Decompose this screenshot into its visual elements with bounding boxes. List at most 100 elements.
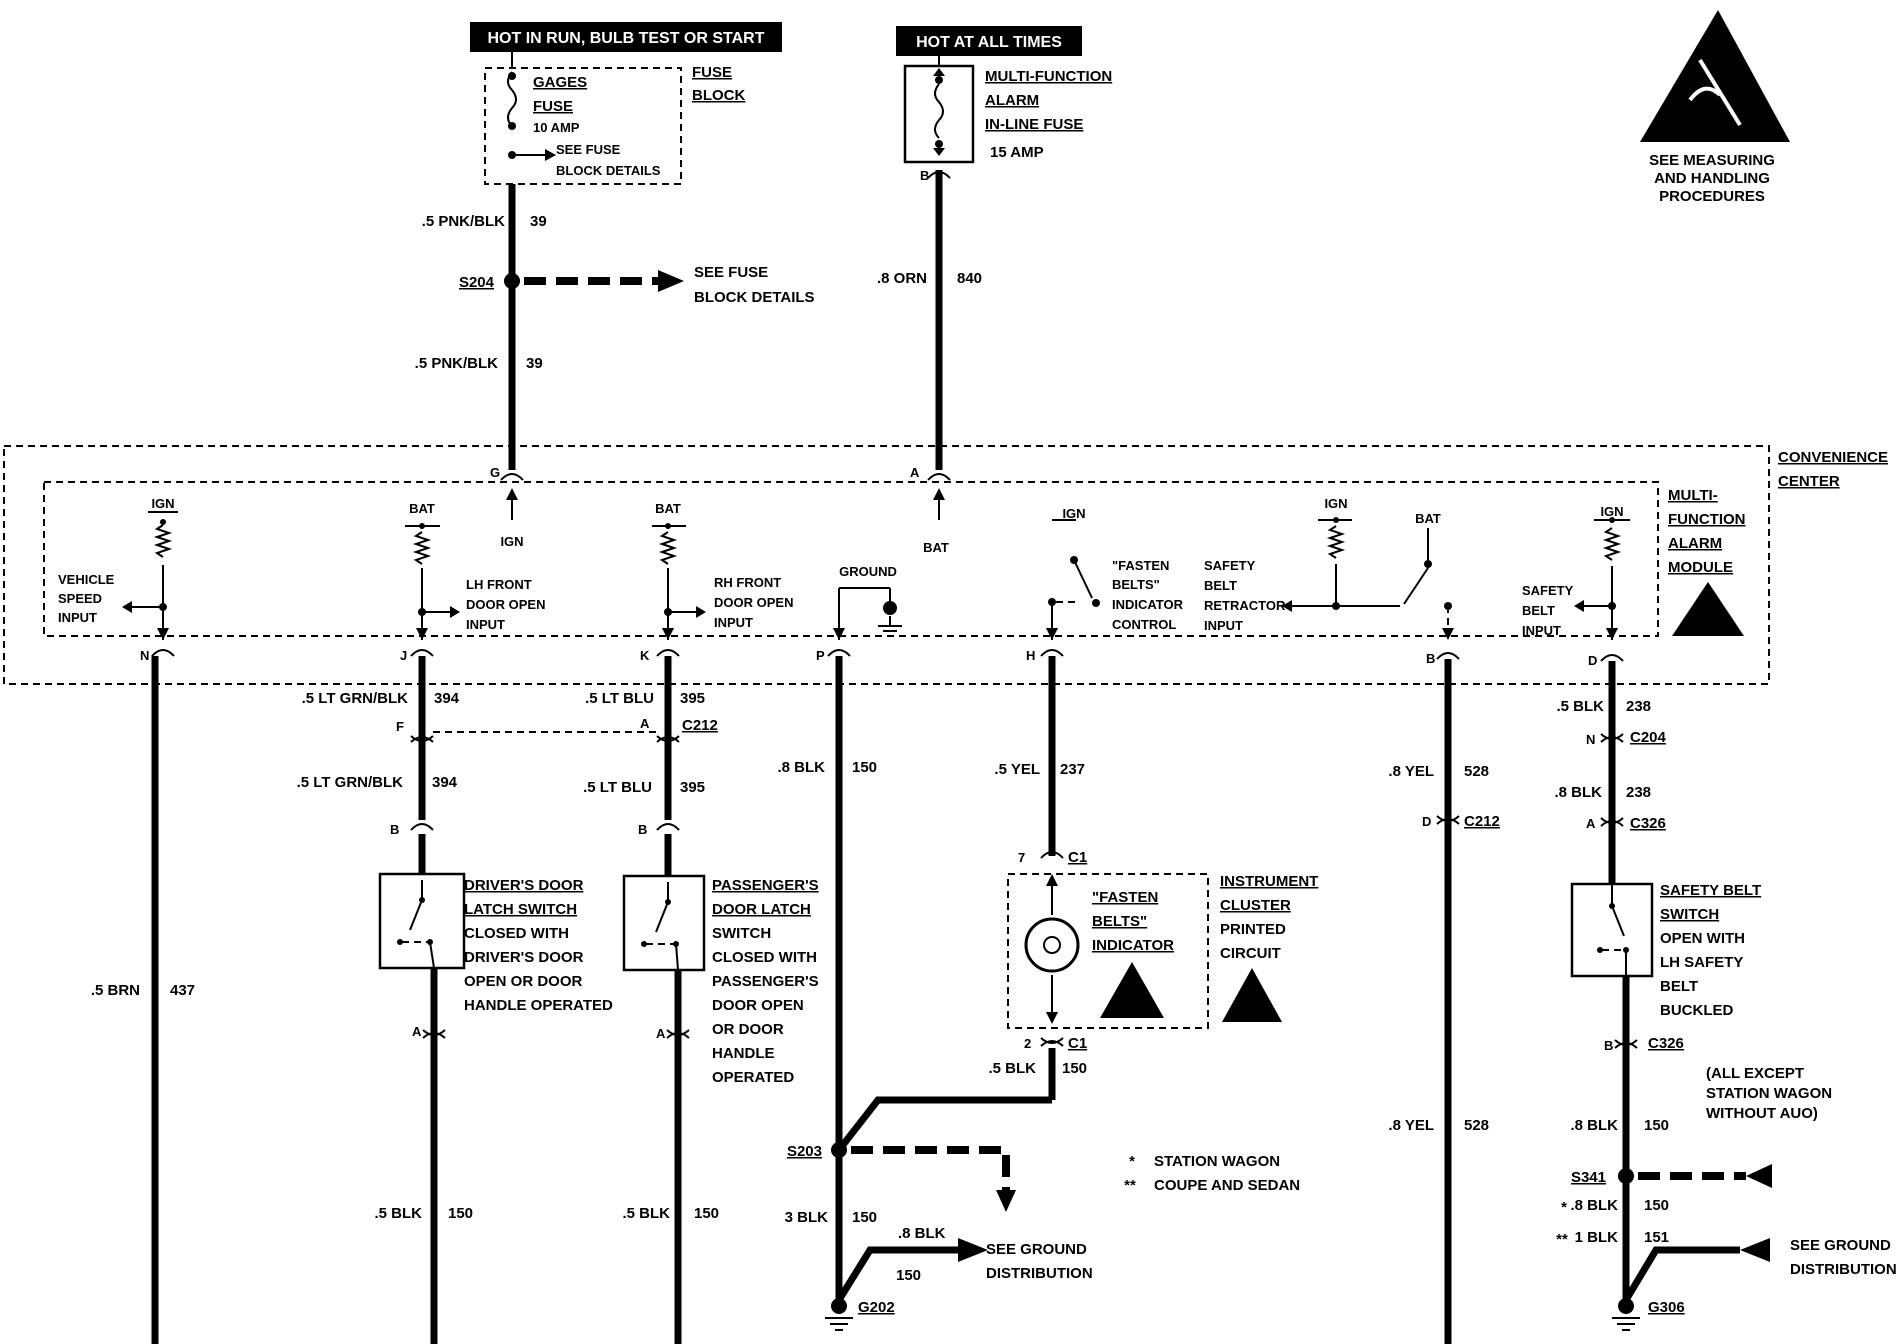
wire-150-belt-circuit: 150	[1644, 1117, 1669, 1134]
rh-switch-label-3: SWITCH	[712, 925, 771, 942]
hot-all-times-header: HOT AT ALL TIMES	[896, 26, 1082, 56]
cluster-label-3: PRINTED	[1220, 921, 1286, 938]
legend-coupe-sedan: COUPE AND SEDAN	[1154, 1177, 1300, 1194]
fuse-label: FUSE	[533, 98, 573, 115]
rh-pin-a: A	[656, 1026, 666, 1041]
wire-39-upper-circuit: 39	[530, 213, 547, 230]
hot-all-times-label: HOT AT ALL TIMES	[916, 34, 1062, 51]
lh-front-label-3: INPUT	[466, 617, 505, 632]
s203-label: S203	[787, 1143, 822, 1160]
wire-150-cluster-size: .5 BLK	[988, 1060, 1036, 1077]
pin-n: N	[140, 648, 149, 663]
rh-front-label-3: INPUT	[714, 615, 753, 630]
belt-switch-label-6: BUCKLED	[1660, 1002, 1733, 1019]
belt-see-ground-1: SEE GROUND	[1790, 1237, 1891, 1254]
splice-s204	[504, 273, 520, 289]
module-label-4: MODULE	[1668, 559, 1733, 576]
wire-528-lower-size: .8 YEL	[1388, 1117, 1434, 1134]
fasten-label-2: BELTS"	[1112, 577, 1160, 592]
wire-150-rh-circuit: 150	[694, 1205, 719, 1222]
lh-front-label-1: LH FRONT	[466, 577, 532, 592]
cluster-pin-2: 2	[1024, 1036, 1031, 1051]
fuse-see-details-1: SEE FUSE	[556, 142, 621, 157]
module-label-3: ALARM	[1668, 535, 1722, 552]
inline-fuse-label-2: ALARM	[985, 92, 1039, 109]
wire-151-circuit: 151	[1644, 1229, 1669, 1246]
lh-switch-label-5: OPEN OR DOOR	[464, 973, 583, 990]
belt-note-1: (ALL EXCEPT	[1706, 1065, 1804, 1082]
wire-237-size: .5 YEL	[994, 761, 1040, 778]
wire-150-ground-circuit: 150	[852, 759, 877, 776]
retractor-ign: IGN	[1324, 496, 1347, 511]
rh-conn-pin-a: A	[640, 716, 650, 731]
wire-150-lh-size: .5 BLK	[374, 1205, 422, 1222]
fuse-see-details-2: BLOCK DETAILS	[556, 163, 661, 178]
lh-conn-pin-f: F	[396, 719, 404, 734]
pin-k: K	[640, 648, 650, 663]
convenience-center-label-2: CENTER	[1778, 473, 1840, 490]
safety-retractor-circuit	[1282, 517, 1452, 640]
cluster-esd-icon	[1222, 968, 1282, 1022]
s204-label: S204	[459, 274, 495, 291]
fasten-belts-control-circuit	[1048, 519, 1100, 640]
lh-pin-a: A	[412, 1024, 422, 1039]
wire-528-upper-size: .8 YEL	[1388, 763, 1434, 780]
belt-input-ign: IGN	[1600, 504, 1623, 519]
bottom-pin-arrows	[157, 628, 1618, 640]
cluster-c1-bottom: C1	[1068, 1035, 1087, 1052]
indicator-label-1: "FASTEN	[1092, 889, 1158, 906]
belt-note-2: STATION WAGON	[1706, 1085, 1832, 1102]
retractor-label-4: INPUT	[1204, 618, 1243, 633]
s341-label: S341	[1571, 1169, 1606, 1186]
wire-237-circuit: 237	[1060, 761, 1085, 778]
cluster-label-2: CLUSTER	[1220, 897, 1291, 914]
esd-note-line-2: AND HANDLING	[1654, 170, 1770, 187]
inline-fuse	[903, 56, 975, 164]
vs-ign: IGN	[151, 496, 174, 511]
hot-in-run-header: HOT IN RUN, BULB TEST OR START	[470, 22, 782, 52]
wire-150-s341-circuit: 150	[1644, 1197, 1669, 1214]
hot-in-run-label: HOT IN RUN, BULB TEST OR START	[487, 30, 764, 47]
safety-belt-input-circuit	[1574, 517, 1630, 640]
c326-label-top: C326	[1630, 815, 1666, 832]
s204-see-fuse-1: SEE FUSE	[694, 264, 768, 281]
rh-switch-label-2: DOOR LATCH	[712, 901, 811, 918]
wire-150-lh-circuit: 150	[448, 1205, 473, 1222]
g202-branch-size: .8 BLK	[898, 1225, 946, 1242]
lh-switch-label-1: DRIVER'S DOOR	[464, 877, 584, 894]
retractor-label-2: BELT	[1204, 578, 1237, 593]
rh-door-input-circuit	[652, 523, 706, 640]
wire-394-upper-circuit: 394	[434, 690, 460, 707]
g202-ground-symbol	[825, 1298, 853, 1331]
convenience-center	[3, 445, 1770, 685]
fuse-block-label-1: FUSE	[692, 64, 732, 81]
belt-note-3: WITHOUT AUO)	[1706, 1105, 1818, 1122]
belt-see-ground-2: DISTRIBUTION	[1790, 1261, 1897, 1278]
vs-label-3: INPUT	[58, 610, 97, 625]
gages-label: GAGES	[533, 74, 587, 91]
c212-label-rh: C212	[682, 717, 718, 734]
wire-394-lower-size: .5 LT GRN/BLK	[297, 774, 404, 791]
splice-s341	[1618, 1168, 1634, 1184]
passengers-door-latch-switch	[622, 874, 706, 972]
rh-switch-label-6: DOOR OPEN	[712, 997, 804, 1014]
module-esd-icon	[1672, 582, 1744, 636]
c326-pin-a: A	[1586, 816, 1596, 831]
c326-pin-b: B	[1604, 1038, 1613, 1053]
legend-star-2: **	[1124, 1177, 1136, 1194]
c204-pin-n: N	[1586, 732, 1595, 747]
safety-belt-switch-contacts	[1597, 884, 1629, 976]
g202-branch	[836, 1246, 960, 1302]
belt-switch-label-3: OPEN WITH	[1660, 930, 1745, 947]
lh-switch-label-2: LATCH SWITCH	[464, 901, 577, 918]
inline-fuse-pin-b: B	[920, 168, 929, 183]
rh-front-label-2: DOOR OPEN	[714, 595, 793, 610]
belt-input-label-3: INPUT	[1522, 623, 1561, 638]
belt-mark-star: *	[1561, 1199, 1567, 1216]
cluster-c1-top: C1	[1068, 849, 1087, 866]
wire-394-upper-size: .5 LT GRN/BLK	[302, 690, 409, 707]
fasten-label-1: "FASTEN	[1112, 558, 1169, 573]
passengers-switch-contacts	[641, 882, 679, 971]
gnd-see-ground-1: SEE GROUND	[986, 1241, 1087, 1258]
wire-395-lower-size: .5 LT BLU	[583, 779, 652, 796]
